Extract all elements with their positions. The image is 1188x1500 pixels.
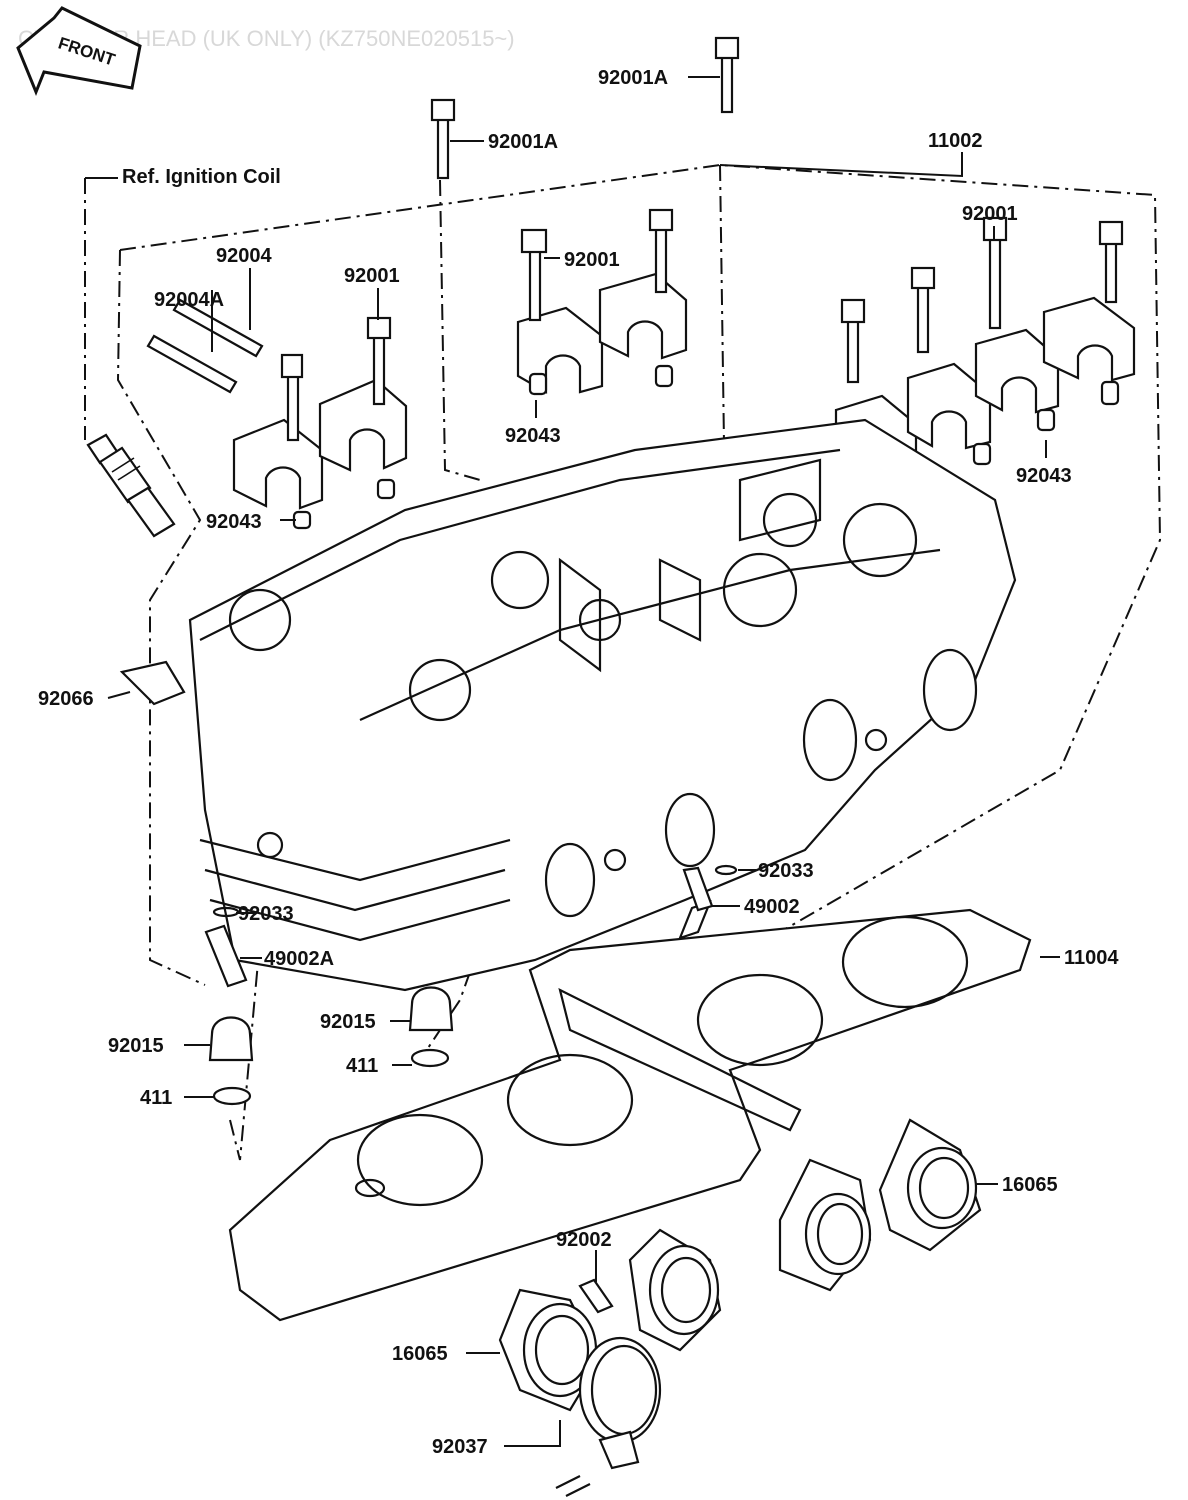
valve-guides <box>204 864 738 988</box>
camshaft-cap-center-1 <box>516 228 604 396</box>
callout-92033-right: 92033 <box>758 860 814 882</box>
camshaft-cap-right-4 <box>1042 220 1136 406</box>
callout-92015-center: 92015 <box>320 1011 376 1033</box>
carb-holder-left-1 <box>498 1288 602 1412</box>
callout-92033-left: 92033 <box>238 903 294 925</box>
carb-holder-right-1 <box>778 1158 872 1292</box>
callout-49002a: 49002A <box>264 948 334 970</box>
callout-92015-left: 92015 <box>108 1035 164 1057</box>
callout-92066: 92066 <box>38 688 94 710</box>
camshaft-cap-left-2 <box>318 316 408 500</box>
callout-92043-left: 92043 <box>206 511 262 533</box>
camshaft-cap-center-2 <box>598 208 688 388</box>
callout-16065-right: 16065 <box>1002 1174 1058 1196</box>
holder-screw <box>578 1278 614 1314</box>
front-arrow-marker: FRONT <box>16 6 142 96</box>
callout-92002: 92002 <box>556 1229 612 1251</box>
callout-92001-center: 92001 <box>564 249 620 271</box>
callout-49002: 49002 <box>744 896 800 918</box>
callout-92043-center: 92043 <box>505 425 561 447</box>
ref-ignition-coil-note: Ref. Ignition Coil <box>122 166 281 188</box>
stud-bolts <box>146 298 264 394</box>
camshaft-cap-right-2 <box>906 266 992 466</box>
breather-bracket <box>119 660 186 706</box>
callout-11004: 11004 <box>1064 947 1119 969</box>
long-bolts <box>430 36 740 180</box>
callout-411-left: 411 <box>140 1087 172 1109</box>
carb-holder-right-2 <box>878 1118 982 1252</box>
callout-92043-right: 92043 <box>1016 465 1072 487</box>
callout-92001a-left: 92001A <box>488 131 558 153</box>
callout-92001a-top: 92001A <box>598 67 668 89</box>
cylinder-head-body <box>188 418 1017 992</box>
callout-92037: 92037 <box>432 1436 488 1458</box>
callout-92004a: 92004A <box>154 289 224 311</box>
cap-nuts-washers <box>208 986 454 1106</box>
assembly-outline <box>84 163 1162 1161</box>
callout-92004: 92004 <box>216 245 272 267</box>
spark-plug <box>85 177 176 538</box>
callout-411-center: 411 <box>346 1055 378 1077</box>
callout-92001-right: 92001 <box>962 203 1018 225</box>
camshaft-cap-left-1 <box>232 353 324 530</box>
hose-clamp <box>555 1336 662 1497</box>
head-gasket <box>228 908 1032 1322</box>
callout-11002: 11002 <box>928 130 983 152</box>
callout-labels: 92001A 92001A 11002 92001 92004 92001 92… <box>38 67 1119 1458</box>
leader-lines <box>107 76 1060 1447</box>
callout-16065-left: 16065 <box>392 1343 448 1365</box>
carb-holder-left-2 <box>628 1228 722 1352</box>
callout-92001-left: 92001 <box>344 265 400 287</box>
